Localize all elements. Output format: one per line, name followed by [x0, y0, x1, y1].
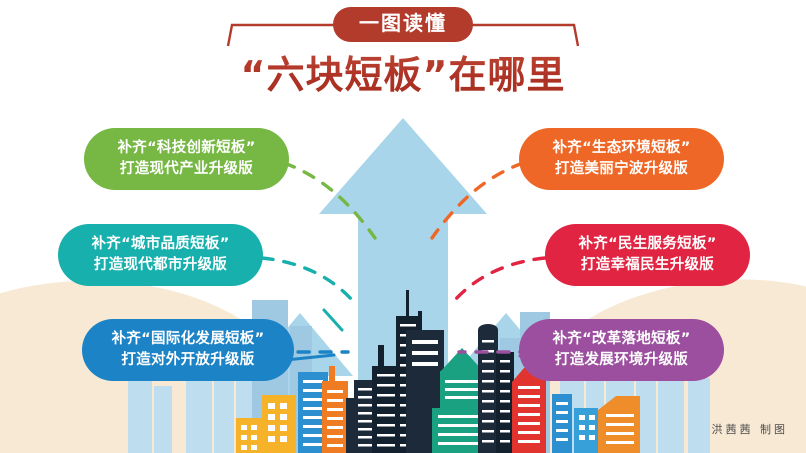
building-orange-left [322, 366, 348, 453]
building-skyscraper-dark-left [372, 345, 400, 453]
building-navy-left [346, 380, 376, 453]
building-blue-right [552, 394, 598, 453]
building-dark-right-slim [496, 352, 514, 453]
building-yellow-left [262, 395, 296, 453]
connector-livelihood-service [453, 256, 547, 302]
callout-line2: 打造发展环境升级版 [554, 352, 689, 368]
header-badge: 一图读懂 [333, 7, 473, 42]
connector-ecology-environment [430, 161, 525, 240]
callout-line1: 补齐“改革落地短板” [552, 330, 691, 347]
page-title: “六块短板”在哪里 [241, 44, 566, 99]
construction-boom-left [284, 353, 336, 362]
callout-line1: 补齐“生态环境短板” [552, 139, 691, 156]
callout-line1: 补齐“科技创新短板” [117, 139, 256, 156]
callout-ecology-environment[interactable]: 补齐“生态环境短板” 打造美丽宁波升级版 [519, 128, 724, 190]
callout-reform-implementation[interactable]: 补齐“改革落地短板” 打造发展环境升级版 [519, 319, 724, 381]
callout-line2: 打造幸福民生升级版 [580, 257, 715, 273]
building-orange-right [598, 396, 640, 453]
callout-line2: 打造美丽宁波升级版 [554, 161, 689, 177]
callout-city-quality[interactable]: 补齐“城市品质短板” 打造现代都市升级版 [58, 224, 263, 286]
header-bracket [226, 23, 580, 47]
callout-line2: 打造现代都市升级版 [93, 257, 228, 273]
building-small-left-extra [236, 418, 262, 453]
building-tall-navy-center-right [478, 324, 498, 453]
building-red-right [512, 368, 546, 453]
callout-line2: 打造现代产业升级版 [119, 161, 254, 177]
credit-text: 洪茜茜 制图 [711, 423, 788, 436]
callout-international-development[interactable]: 补齐“国际化发展短板” 打造对外开放升级版 [82, 319, 294, 381]
callout-livelihood-service[interactable]: 补齐“民生服务短板” 打造幸福民生升级版 [545, 224, 750, 286]
callout-line1: 补齐“民生服务短板” [578, 235, 717, 252]
header: 一图读懂 “六块短板”在哪里 [0, 0, 806, 100]
construction-crane-left [322, 308, 344, 332]
connector-city-quality [260, 256, 354, 302]
callout-line1: 补齐“国际化发展短板” [111, 330, 265, 347]
callout-line1: 补齐“城市品质短板” [91, 235, 230, 252]
callout-tech-innovation[interactable]: 补齐“科技创新短板” 打造现代产业升级版 [84, 128, 289, 190]
callout-line2: 打造对外开放升级版 [121, 352, 255, 368]
connector-tech-innovation [282, 161, 377, 240]
